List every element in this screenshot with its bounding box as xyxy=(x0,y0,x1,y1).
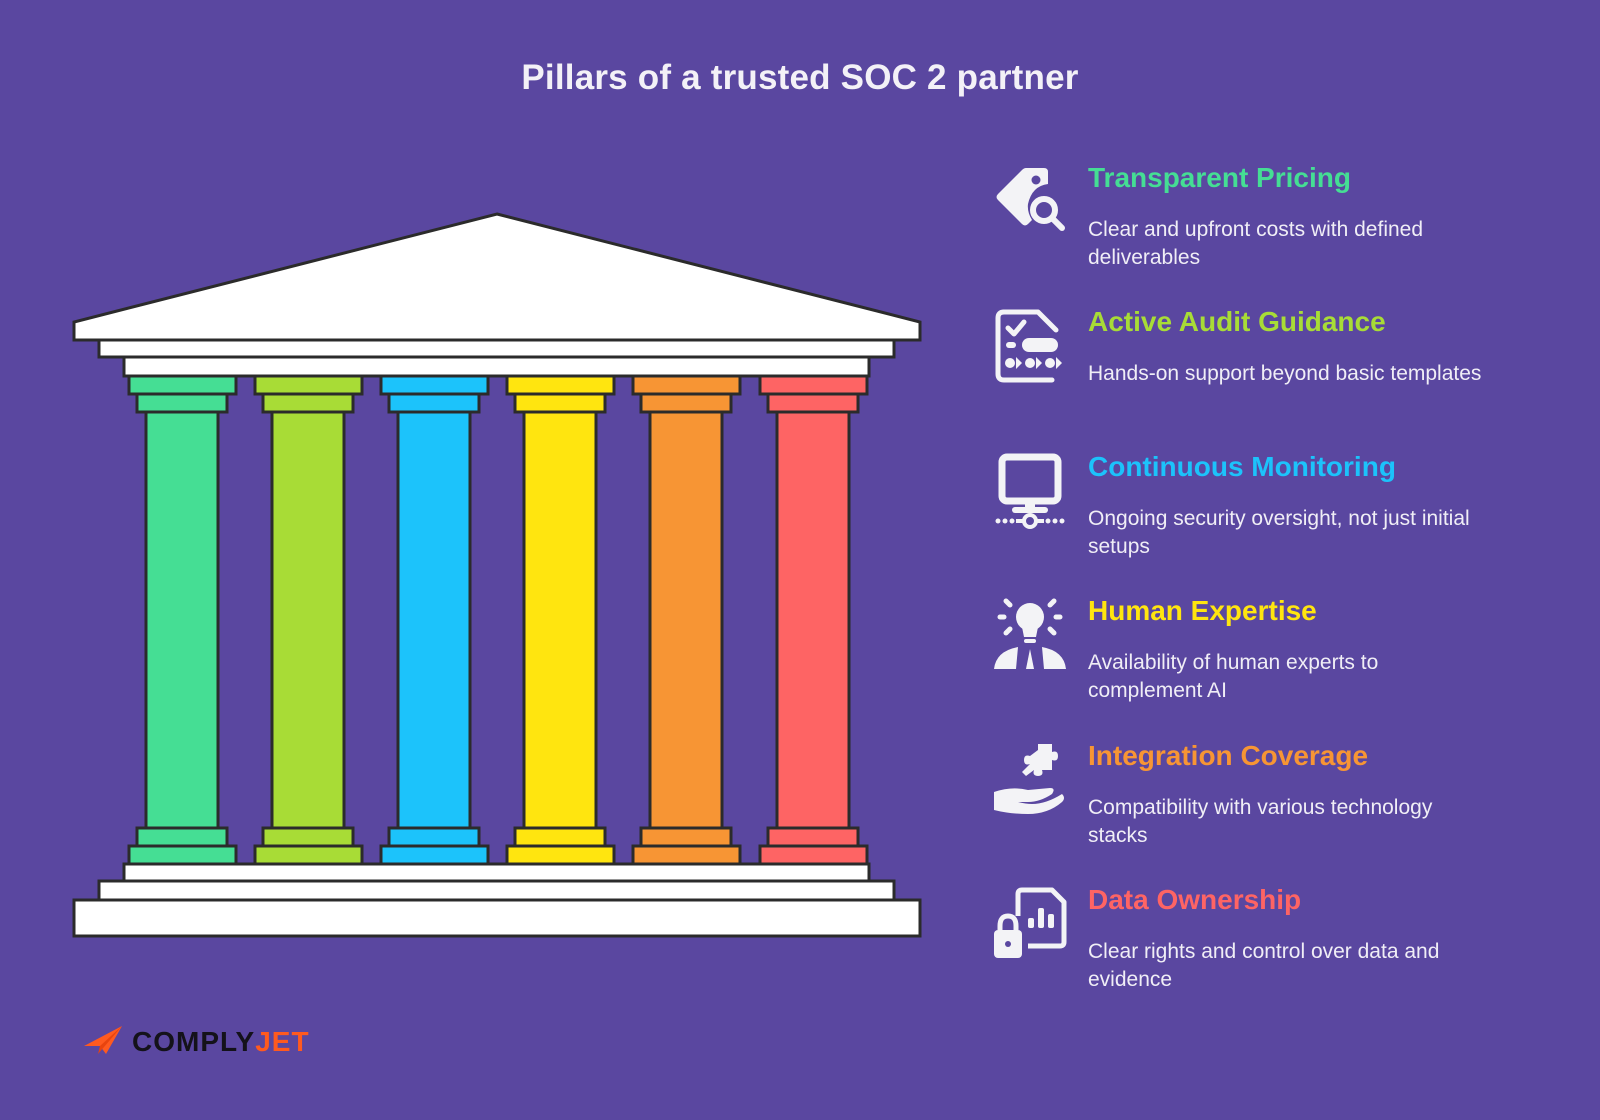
pillar-description: Clear rights and control over data and e… xyxy=(1088,940,1440,991)
pillar-active-audit-guidance xyxy=(253,374,364,866)
list-item-transparent-pricing: Transparent Pricing Clear and upfront co… xyxy=(992,160,1552,300)
monitor-network-icon xyxy=(995,453,1065,529)
person-lightbulb-icon xyxy=(994,598,1066,669)
temple-roof xyxy=(72,212,922,342)
pillar-heading: Continuous Monitoring xyxy=(1088,451,1396,482)
list-item-data-ownership: Data Ownership Clear rights and control … xyxy=(992,882,1552,1022)
checklist-document-icon xyxy=(995,309,1062,383)
pillar-heading: Data Ownership xyxy=(1088,884,1302,915)
page-title: Pillars of a trusted SOC 2 partner xyxy=(521,58,1079,97)
temple-step-bottom xyxy=(72,898,922,938)
pillar-heading: Transparent Pricing xyxy=(1088,162,1351,193)
pillar-integration-coverage xyxy=(631,374,742,866)
pillar-description: Availability of human experts to complem… xyxy=(1088,651,1379,702)
logo-wordmark: COMPLYJET xyxy=(132,1026,310,1058)
lock-data-document-icon xyxy=(994,887,1067,958)
pillar-description: Hands-on support beyond basic templates xyxy=(1088,362,1482,385)
list-item-continuous-monitoring: Continuous Monitoring Ongoing security o… xyxy=(992,449,1552,589)
hand-puzzle-icon xyxy=(994,744,1064,814)
pillar-heading: Integration Coverage xyxy=(1088,740,1369,771)
pillar-description: Ongoing security oversight, not just ini… xyxy=(1088,507,1470,558)
logo-text-comply: COMPLY xyxy=(132,1026,256,1057)
list-item-human-expertise: Human Expertise Availability of human ex… xyxy=(992,593,1552,733)
pillar-heading: Human Expertise xyxy=(1088,595,1317,626)
logo-text-jet: JET xyxy=(255,1026,310,1057)
temple-illustration xyxy=(72,212,922,938)
pillar-transparent-pricing xyxy=(127,374,238,866)
list-item-integration-coverage: Integration Coverage Compatibility with … xyxy=(992,738,1552,878)
pillar-description: Compatibility with various technology st… xyxy=(1088,796,1433,847)
paper-plane-icon xyxy=(84,1026,122,1054)
temple-step-middle xyxy=(97,879,896,902)
pillar-heading: Active Audit Guidance xyxy=(1088,306,1386,337)
pillar-description: Clear and upfront costs with defined del… xyxy=(1088,218,1424,269)
temple-step-top xyxy=(122,862,871,883)
architrave-upper xyxy=(97,338,896,359)
architrave-lower xyxy=(122,355,871,378)
price-tag-search-icon xyxy=(996,168,1065,231)
pillar-data-ownership xyxy=(758,374,869,866)
pillar-continuous-monitoring xyxy=(379,374,490,866)
pillar-human-expertise xyxy=(505,374,616,866)
list-item-active-audit-guidance: Active Audit Guidance Hands-on support b… xyxy=(992,304,1552,444)
